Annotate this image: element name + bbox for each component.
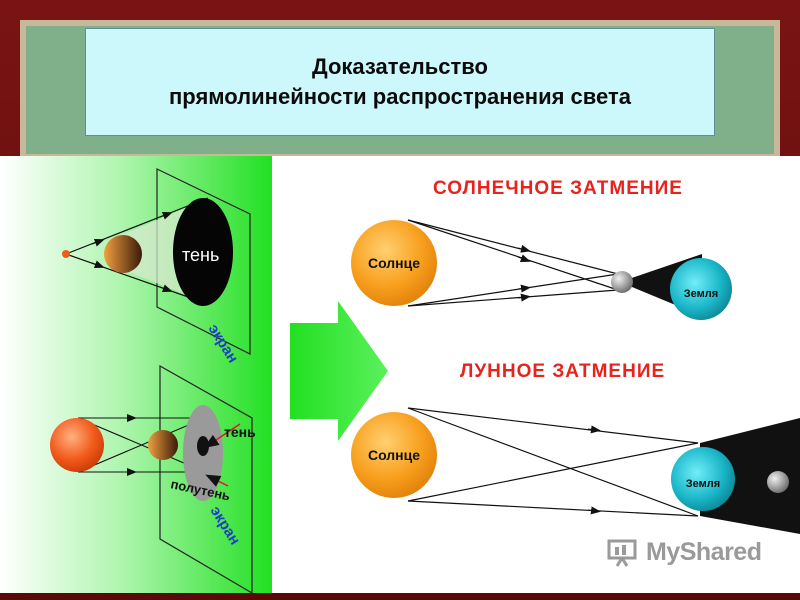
- solar-arrow-4: [517, 284, 531, 293]
- sun-label-lunar: Солнце: [368, 447, 420, 463]
- brand-watermark: MyShared: [606, 532, 762, 572]
- lunar-ray-3: [407, 407, 699, 517]
- earth-label-lunar: Земля: [686, 478, 720, 490]
- solar-ray-2: [407, 289, 619, 307]
- sun-label-solar: Солнце: [368, 255, 420, 271]
- ray-arrow-top-2: [91, 260, 105, 268]
- moon-lunar: [767, 471, 789, 493]
- shadow-label: тень: [182, 245, 219, 265]
- solar-ray-4: [407, 273, 619, 307]
- sun-solar: [351, 220, 437, 306]
- green-arrow: [290, 301, 388, 441]
- solar-ray-1: [407, 219, 619, 275]
- opaque-ball-bottom: [148, 430, 178, 460]
- earth-lunar: [671, 447, 735, 511]
- ray-top-2: [65, 253, 209, 305]
- ray-top-1: [65, 197, 209, 255]
- diagram-area: тень экран тень полутень экран СОЛНЕЧНОЕ…: [0, 156, 800, 595]
- lunar-eclipse: ЛУННОЕ ЗАТМЕНИЕ Солнце Земля: [351, 361, 800, 534]
- lunar-heading: ЛУННОЕ ЗАТМЕНИЕ: [460, 361, 665, 382]
- solar-heading: СОЛНЕЧНОЕ ЗАТМЕНИЕ: [433, 178, 683, 199]
- penumbra-pointer: [205, 474, 229, 487]
- lunar-ray-2: [407, 500, 699, 517]
- lunar-ray-1: [407, 407, 699, 444]
- ray-arrow-top-4: [159, 284, 173, 292]
- lunar-ray-4: [407, 442, 699, 502]
- lunar-arrow-1: [587, 425, 601, 434]
- umbra-area: [197, 436, 209, 456]
- ray-arrow-top-3: [159, 212, 173, 220]
- ray-arrow-top-1: [91, 239, 105, 247]
- brand-text: MyShared: [646, 537, 762, 566]
- solar-eclipse: СОЛНЕЧНОЕ ЗАТМЕНИЕ Солнце Земля: [351, 178, 732, 320]
- shadow-disk: [173, 198, 233, 306]
- title-box: Доказательство прямолинейности распростр…: [85, 28, 715, 136]
- solar-arrow-2: [517, 293, 531, 302]
- umbra-label: тень: [224, 424, 256, 440]
- presentation-icon: [607, 539, 637, 567]
- extended-source: [50, 418, 104, 472]
- moon-solar: [611, 271, 633, 293]
- point-source: [62, 250, 70, 258]
- solar-arrow-3: [517, 254, 531, 262]
- title-line-1: Доказательство: [312, 54, 488, 79]
- earth-label-solar: Земля: [684, 288, 718, 300]
- ray-bottom-4: [77, 417, 206, 473]
- solar-ray-3: [407, 219, 619, 291]
- diagram-svg: тень экран тень полутень экран СОЛНЕЧНОЕ…: [0, 156, 800, 595]
- sun-lunar: [351, 412, 437, 498]
- opaque-ball-top: [104, 235, 142, 273]
- earth-shadow-cone: [700, 418, 800, 534]
- umbra-pointer: [203, 423, 241, 449]
- title-line-2: прямолинейности распространения света: [169, 84, 631, 109]
- solar-arrow-1: [517, 244, 531, 253]
- lunar-arrow-2: [587, 506, 601, 515]
- earth-solar: [670, 258, 732, 320]
